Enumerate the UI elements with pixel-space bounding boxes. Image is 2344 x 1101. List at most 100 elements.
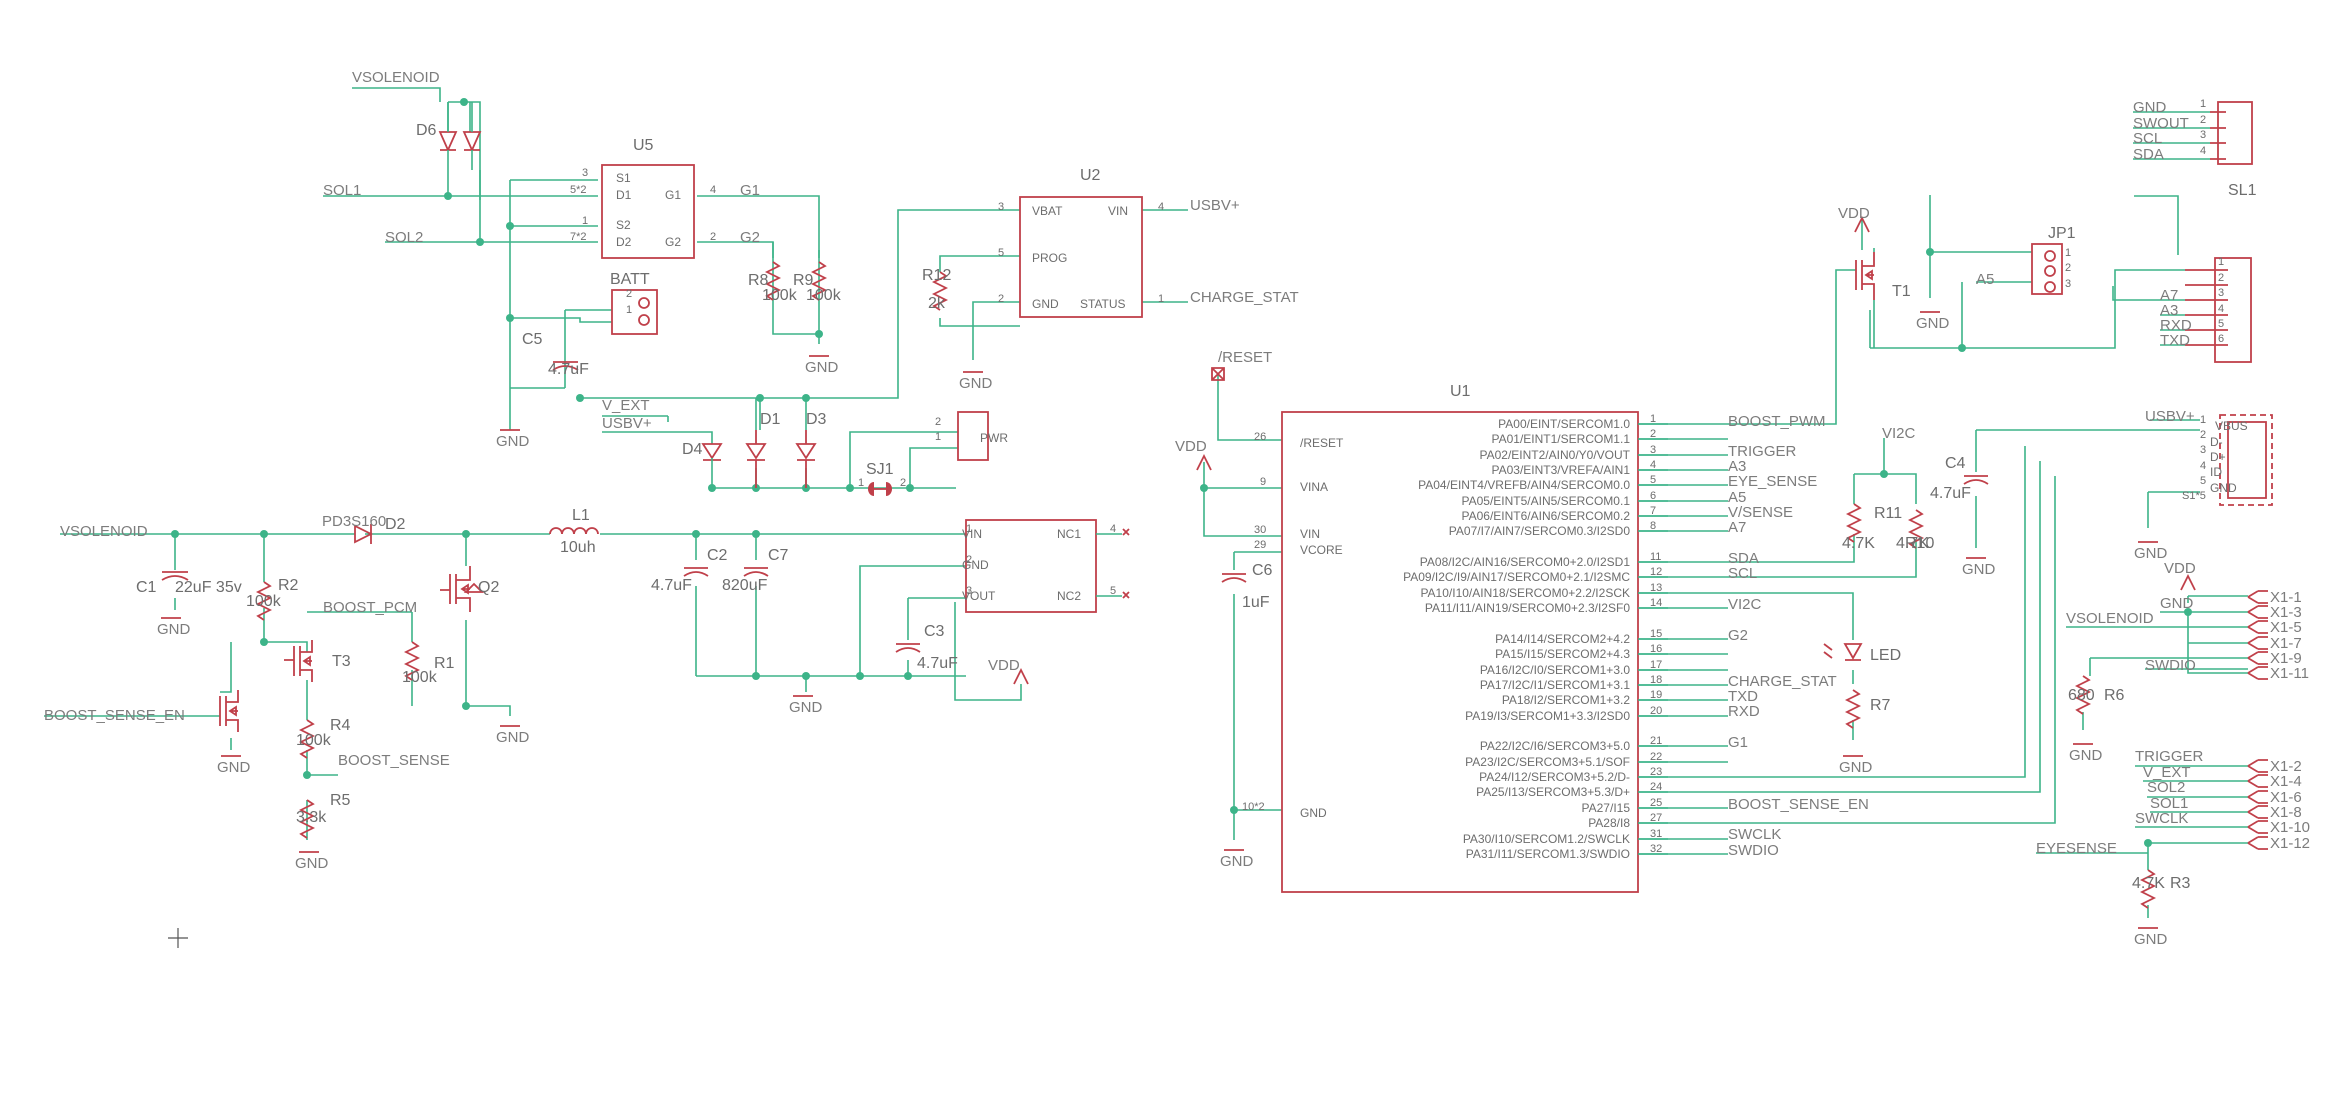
x1-pin-marker [2247, 805, 2268, 819]
ref-designator: C4 [1945, 455, 1966, 472]
ref-designator: T3 [332, 653, 351, 670]
ref-designator: SJ1 [866, 461, 894, 478]
u1-pin-name: PA27/I15 [1582, 801, 1631, 815]
net-label: VI2C [1728, 596, 1762, 613]
ref-designator: 22uF 35v [175, 579, 242, 596]
mosfet-boost-sense[interactable] [219, 690, 239, 732]
connector-batt[interactable] [611, 289, 658, 335]
ref-designator: D6 [416, 122, 437, 139]
ic-u2[interactable] [1019, 196, 1143, 318]
capacitor-c4[interactable] [1963, 475, 1989, 485]
capacitor-c1[interactable] [161, 571, 189, 581]
u1-pin-number: 31 [1650, 828, 1662, 840]
connector-sl1[interactable] [2217, 101, 2253, 165]
capacitor-c7[interactable] [743, 567, 769, 577]
u1-pin-number: 18 [1650, 674, 1662, 686]
pin-number: 2 [710, 231, 716, 243]
u1-pin-number: 16 [1650, 643, 1662, 655]
resistor-r9[interactable] [810, 261, 828, 301]
ground-label: GND [217, 759, 251, 776]
u1-pin-number: 25 [1650, 797, 1662, 809]
net-label: BOOST_SENSE_EN [1728, 796, 1869, 813]
u1-pin-name: PA28/I8 [1588, 816, 1630, 830]
x1-pin-label: X1-8 [2270, 804, 2302, 821]
resistor-r12[interactable] [931, 271, 949, 311]
ref-designator: Q2 [478, 579, 499, 596]
net-label: V_EXT [2143, 764, 2191, 781]
resistor-r2[interactable] [255, 581, 273, 621]
u1-pin-name: PA17/I2C/I1/SERCOM1+3.1 [1480, 678, 1631, 692]
capacitor-c3[interactable] [895, 643, 921, 653]
resistor-r7[interactable] [1844, 689, 1862, 729]
u1-pin-number: 17 [1650, 659, 1662, 671]
resistor-r3[interactable] [2139, 869, 2157, 909]
net-label: SCL [2133, 130, 2162, 147]
pin-label: PWR [980, 431, 1008, 445]
resistor-r5[interactable] [298, 799, 316, 839]
test-point-reset[interactable] [1211, 367, 1225, 381]
ground-label: GND [789, 699, 823, 716]
ref-designator: 100k [246, 593, 282, 610]
ref-designator: 820uF [722, 577, 768, 594]
diode-d3[interactable] [795, 430, 817, 488]
pin-label: STATUS [1080, 297, 1126, 311]
net-label: SWDIO [2145, 657, 2196, 674]
resistor-r6[interactable] [2074, 675, 2092, 715]
ref-designator: 100k [806, 287, 842, 304]
resistor-r8[interactable] [764, 261, 782, 301]
capacitor-c6[interactable] [1221, 573, 1247, 583]
resistor-r10[interactable] [1907, 509, 1925, 549]
u1-pin-name: PA05/EINT5/AIN5/SERCOM0.1 [1461, 494, 1630, 508]
net-label: SWOUT [2133, 115, 2189, 132]
ref-designator: U2 [1080, 167, 1101, 184]
x1-pin-marker [2247, 820, 2268, 834]
diode-d2[interactable] [354, 524, 374, 544]
diode-d1[interactable] [745, 430, 767, 488]
pin-number: 26 [1254, 431, 1266, 443]
resistor-r11[interactable] [1845, 503, 1863, 543]
capacitor-c2[interactable] [683, 567, 709, 577]
solder-jumper-sj1[interactable] [868, 482, 892, 496]
u1-pin-name: PA24/I12/SERCOM3+5.2/D- [1479, 770, 1630, 784]
capacitor-c5[interactable] [552, 361, 579, 371]
ref-designator: R5 [330, 792, 351, 809]
led[interactable] [1823, 643, 1863, 661]
diode-d4[interactable] [701, 443, 723, 461]
mosfet-t3[interactable] [284, 640, 313, 682]
u1-pin-name: PA07/I7/AIN7/SERCOM0.3/I2SD0 [1449, 524, 1631, 538]
pin-number: 4 [1158, 201, 1164, 213]
resistor-r1[interactable] [403, 641, 421, 681]
pin-number: 1 [1158, 293, 1164, 305]
jumper-jp1[interactable] [2031, 243, 2063, 295]
ref-designator: R12 [922, 267, 951, 284]
ic-u5[interactable] [601, 164, 695, 259]
u1-pin-number: 19 [1650, 689, 1662, 701]
inductor-l1[interactable] [549, 527, 599, 535]
u1-pin-name: PA00/EINT/SERCOM1.0 [1498, 417, 1630, 431]
u1-pin-number: 7 [1650, 505, 1656, 517]
resistor-r4[interactable] [298, 719, 316, 759]
net-label: SCL [1728, 565, 1757, 582]
connector-usb[interactable] [2219, 414, 2273, 506]
net-label: EYE_SENSE [1728, 473, 1817, 490]
ic-u1[interactable] [1281, 411, 1639, 893]
connector-serial[interactable] [2214, 257, 2252, 363]
pin-number: 3 [2218, 287, 2224, 299]
net-label: VSOLENOID [352, 69, 440, 86]
ref-designator: R1 [434, 655, 455, 672]
pin-number: 9 [1260, 476, 1266, 488]
net-label: USBV+ [1190, 197, 1240, 214]
pin-number: 4 [2200, 145, 2206, 157]
ref-designator: C7 [768, 547, 789, 564]
x1-pin-marker [2247, 790, 2268, 804]
ic-regulator[interactable] [965, 519, 1097, 613]
ground-label: GND [157, 621, 191, 638]
pin-number: 2 [2065, 262, 2071, 274]
x1-pin-marker [2247, 636, 2268, 650]
ref-designator: C6 [1252, 562, 1273, 579]
diode-d6[interactable] [438, 102, 482, 170]
mosfet-q2[interactable] [440, 566, 485, 612]
connector-pwr[interactable] [957, 411, 989, 461]
mosfet-t1[interactable] [1855, 248, 1875, 348]
